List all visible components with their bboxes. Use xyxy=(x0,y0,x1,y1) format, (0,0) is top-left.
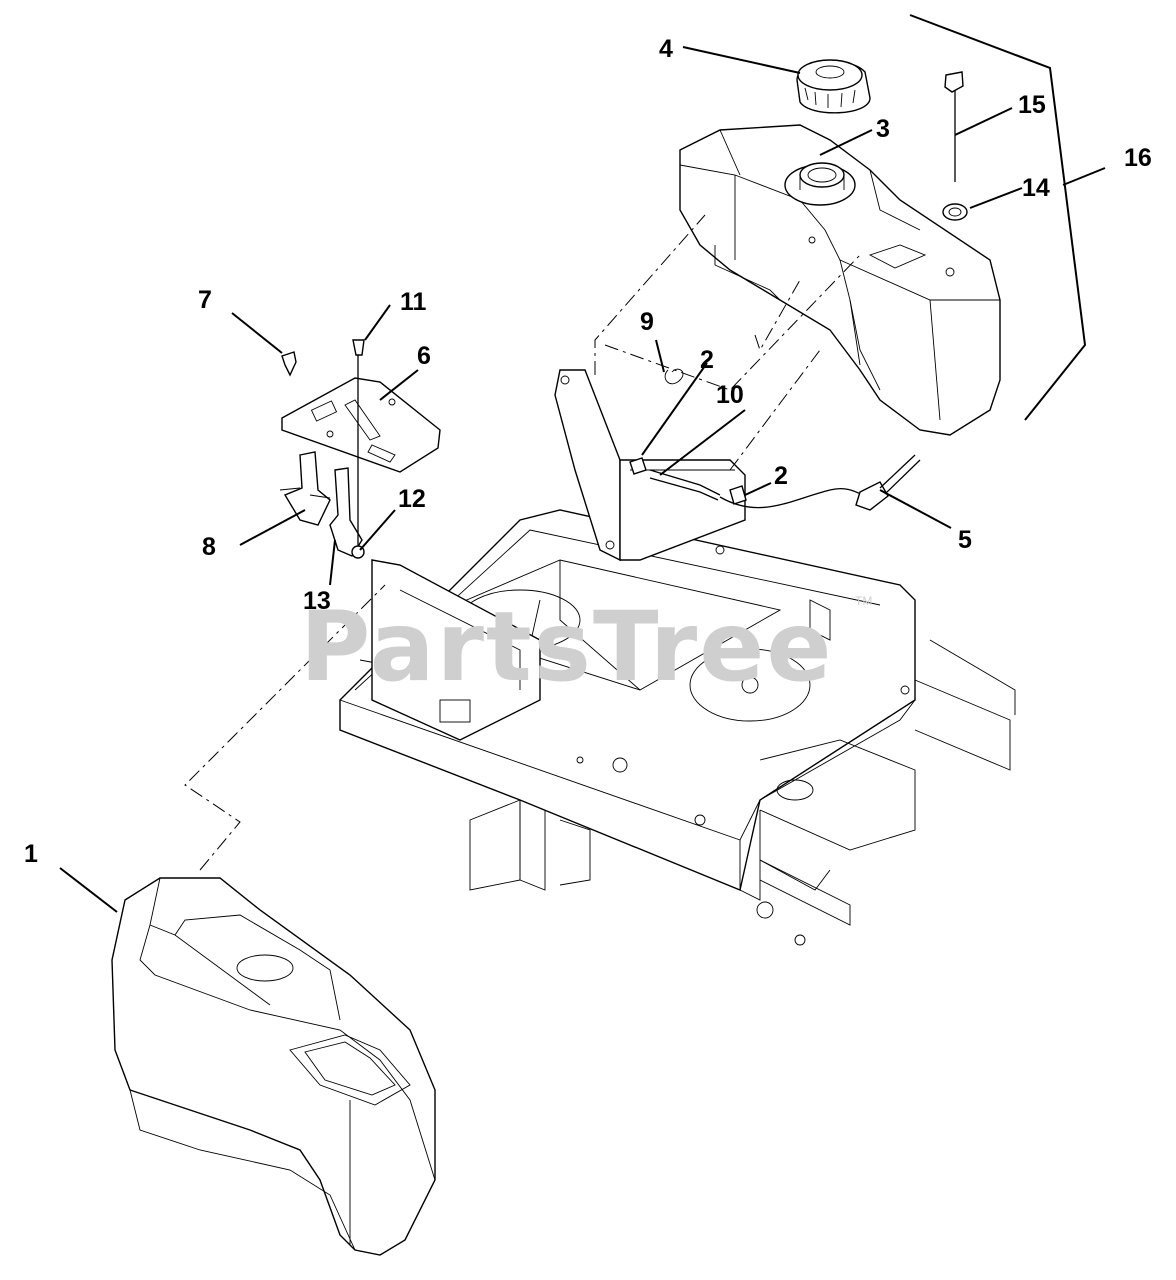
watermark: PartsTree TM xyxy=(300,591,872,703)
assembly-lines xyxy=(184,214,861,871)
control-plate xyxy=(281,377,441,473)
callout-7: 7 xyxy=(198,286,212,314)
callout-2-line: 2 xyxy=(774,462,788,490)
callout-16: 16 xyxy=(1124,144,1152,172)
leader-lines xyxy=(59,14,1106,913)
callout-3: 3 xyxy=(876,115,890,143)
fuel-cap xyxy=(796,59,871,114)
watermark-trademark: TM xyxy=(855,594,872,608)
lever-assembly xyxy=(279,339,365,559)
callout-5: 5 xyxy=(958,526,972,554)
callout-2-bracket: 2 xyxy=(700,346,714,374)
callout-10: 10 xyxy=(716,381,744,409)
callout-15: 15 xyxy=(1018,91,1046,119)
callout-9: 9 xyxy=(640,308,654,336)
callout-13: 13 xyxy=(303,587,331,615)
callout-14: 14 xyxy=(1022,174,1050,202)
fuel-line xyxy=(629,368,921,511)
callout-11: 11 xyxy=(400,288,427,316)
callout-1: 1 xyxy=(24,840,38,868)
callout-6: 6 xyxy=(417,342,431,370)
watermark-text: PartsTree xyxy=(300,591,833,703)
callout-8: 8 xyxy=(202,533,216,561)
callout-labels: 1 2 2 3 4 5 6 7 8 9 10 11 12 13 14 15 16 xyxy=(24,35,1152,868)
vent-assembly xyxy=(942,71,968,221)
callout-4: 4 xyxy=(659,35,673,63)
callout-12: 12 xyxy=(398,485,426,513)
chassis-frame xyxy=(339,369,1016,946)
console-cover xyxy=(111,877,436,1256)
fuel-tank xyxy=(679,124,1001,436)
